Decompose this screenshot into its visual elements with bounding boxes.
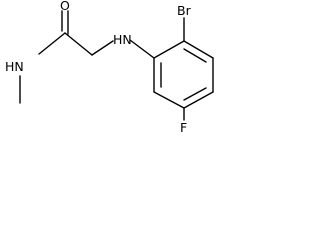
bond-carbonyl-amide-n — [38, 32, 66, 55]
atom-labels: O HN HN Br F — [5, 0, 192, 135]
bond-ch2-amine-n — [91, 40, 114, 56]
bond-amine-n-ring — [129, 39, 155, 59]
molecule-diagram: O HN HN Br F — [5, 0, 214, 135]
atom-label-bromine: Br — [177, 3, 192, 18]
bond-ring-c2-c3 — [183, 40, 214, 59]
bond-ring-c5-c6 — [153, 91, 185, 109]
atom-label-amide-nitrogen: HN — [5, 59, 24, 74]
atom-label-amine-nitrogen: HN — [113, 32, 132, 47]
atom-label-oxygen: O — [60, 0, 70, 13]
bonds — [19, 10, 214, 121]
structure-canvas: O HN HN Br F — [0, 0, 266, 136]
bond-ring-inner-1 — [183, 48, 207, 63]
bond-ring-inner-2 — [183, 87, 207, 101]
bond-ring-c1-c2 — [153, 40, 185, 59]
atom-label-fluorine: F — [180, 120, 187, 135]
bond-carbonyl-ch2 — [64, 32, 93, 56]
bond-ring-c4-c5 — [183, 91, 214, 109]
